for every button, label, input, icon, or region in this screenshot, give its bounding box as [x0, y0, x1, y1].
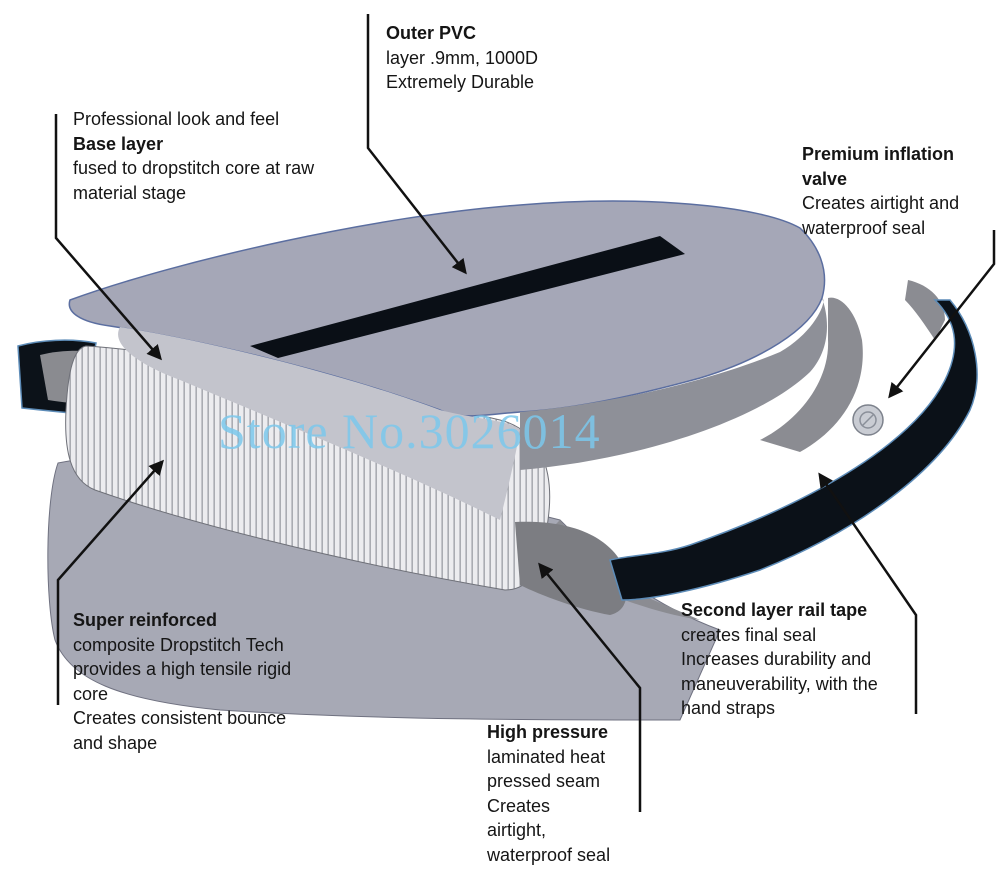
- label-base-layer: Professional look and feel Base layer fu…: [73, 107, 373, 205]
- label-seam-line: Creates: [487, 794, 687, 819]
- label-rail-tape-line: Increases durability and: [681, 647, 991, 672]
- label-rail-tape-line: creates final seal: [681, 623, 991, 648]
- label-core-line: and shape: [73, 731, 353, 756]
- label-outer-pvc-line: Extremely Durable: [386, 70, 646, 95]
- label-seam-line: waterproof seal: [487, 843, 687, 868]
- label-seam: High pressure laminated heat pressed sea…: [487, 720, 687, 867]
- label-outer-pvc-head: Outer PVC: [386, 21, 646, 46]
- label-rail-tape-line: hand straps: [681, 696, 991, 721]
- label-outer-pvc-line: layer .9mm, 1000D: [386, 46, 646, 71]
- label-valve-line: waterproof seal: [802, 216, 997, 241]
- right-rail-grey-tip: [905, 280, 945, 340]
- label-valve: Premium inflation valve Creates airtight…: [802, 142, 997, 240]
- label-rail-tape: Second layer rail tape creates final sea…: [681, 598, 991, 721]
- label-seam-line: laminated heat: [487, 745, 687, 770]
- label-outer-pvc: Outer PVC layer .9mm, 1000D Extremely Du…: [386, 21, 646, 95]
- label-base-layer-head: Base layer: [73, 132, 373, 157]
- label-core-line: Creates consistent bounce: [73, 706, 353, 731]
- label-rail-tape-line: maneuverability, with the: [681, 672, 991, 697]
- label-core-line: core: [73, 682, 353, 707]
- label-core-line: composite Dropstitch Tech: [73, 633, 353, 658]
- label-seam-line: airtight,: [487, 818, 687, 843]
- label-base-layer-line: fused to dropstitch core at raw: [73, 156, 373, 181]
- label-valve-head: Premium inflation: [802, 142, 997, 167]
- label-core: Super reinforced composite Dropstitch Te…: [73, 608, 353, 755]
- store-watermark: Store No.3026014: [218, 402, 601, 460]
- label-rail-tape-head: Second layer rail tape: [681, 598, 991, 623]
- label-core-head: Super reinforced: [73, 608, 353, 633]
- valve-icon: [853, 405, 883, 435]
- label-valve-line: Creates airtight and: [802, 191, 997, 216]
- label-seam-line: pressed seam: [487, 769, 687, 794]
- label-core-line: provides a high tensile rigid: [73, 657, 353, 682]
- label-base-layer-line: material stage: [73, 181, 373, 206]
- label-base-layer-pre: Professional look and feel: [73, 107, 373, 132]
- label-seam-head: High pressure: [487, 720, 687, 745]
- label-valve-head: valve: [802, 167, 997, 192]
